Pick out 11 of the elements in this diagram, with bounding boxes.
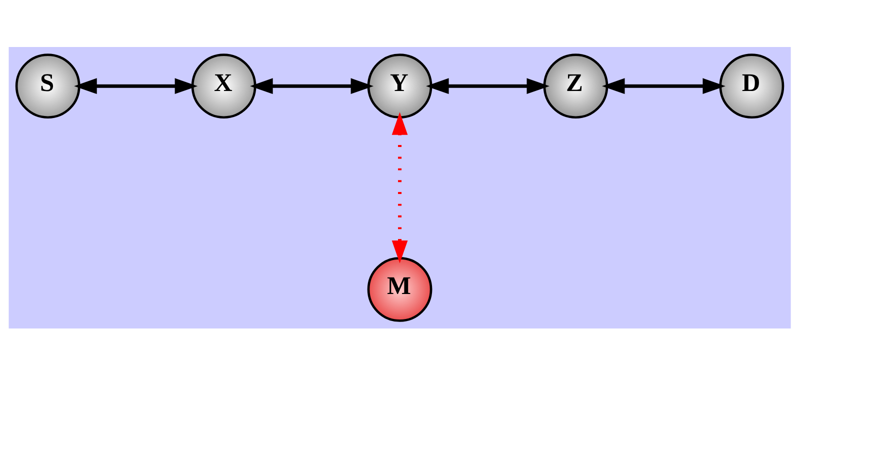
node-circle: Z [543, 54, 608, 119]
arrow [602, 78, 726, 94]
node-circle: Y [367, 54, 432, 119]
arrow [392, 112, 408, 264]
arrow [74, 78, 198, 94]
node-circle: X [191, 54, 256, 119]
arrow [250, 78, 374, 94]
arrow [426, 78, 550, 94]
node-circle: D [719, 54, 784, 119]
node-circle: M [367, 256, 432, 322]
node-circle: S [15, 54, 80, 119]
